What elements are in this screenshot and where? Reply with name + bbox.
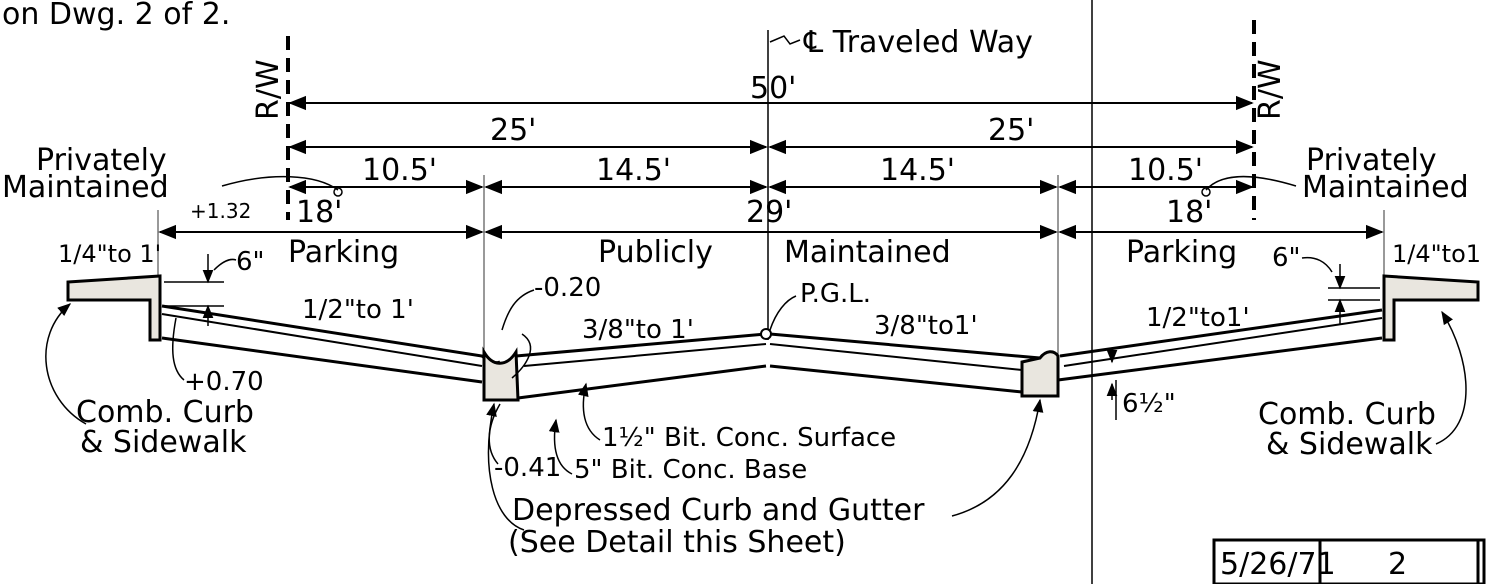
centerline-label: ℄ Traveled Way [803, 25, 1033, 60]
depressed-label-1: Depressed Curb and Gutter [512, 493, 925, 528]
pgl-label: P.G.L. [800, 279, 871, 309]
depressed-gutter-left [482, 346, 520, 402]
surface-bottom-left-crown [523, 343, 767, 367]
dim-half-left: 25' [490, 113, 536, 148]
gutter-elev-top: -0.20 [534, 273, 601, 303]
comb-curb-right-2: & Sidewalk [1266, 427, 1433, 462]
comb-curb-left-2: & Sidewalk [80, 425, 247, 460]
gutter-elev-bottom: -0.41 [494, 453, 561, 483]
slope-sidewalk-right: 1/4"to1 [1392, 240, 1481, 268]
dim-side-right: 10.5' [1128, 153, 1203, 188]
depressed-leader-right [951, 398, 1044, 517]
depressed-leader-left [486, 402, 525, 531]
depressed-gutter-right [1020, 350, 1060, 398]
private-left-leader [221, 175, 339, 191]
zone-publicly: Publicly [598, 235, 713, 270]
zone-maintained: Maintained [784, 235, 951, 270]
slope-parking-left: 1/2"to 1' [302, 295, 414, 325]
comb-curb-left-leader [45, 303, 87, 425]
base-bottom-left-crown [517, 364, 767, 400]
curb-elev: +0.70 [184, 367, 264, 397]
private-right-line1: Privately [1306, 143, 1437, 178]
dim-parking-right: 18' [1166, 195, 1212, 230]
dim-mid-right: 14.5' [880, 153, 955, 188]
private-right-leader-dot [1201, 187, 1211, 197]
centerline-leader [769, 35, 801, 45]
depressed-label-2: (See Detail this Sheet) [508, 525, 846, 560]
comb-curb-left-1: Comb. Curb [76, 395, 254, 430]
surface-bottom-right-crown [769, 343, 1023, 371]
base-bottom-right-crown [769, 364, 1023, 394]
private-left-leader-dot [333, 187, 343, 197]
dim-curb-offset: +1.32 [190, 199, 251, 223]
base-label: 5" Bit. Conc. Base [574, 455, 807, 485]
row-label-right: R/W [1253, 59, 1288, 120]
curb-height-right: 6" [1272, 243, 1301, 273]
zone-parking-left: Parking [288, 235, 399, 270]
zone-parking-right: Parking [1126, 235, 1237, 270]
pgl-point [760, 328, 772, 340]
private-right-line2: Maintained [1302, 170, 1469, 205]
curb-height-left: 6" [236, 247, 265, 277]
curb-elev-leader [171, 317, 185, 381]
surface-top-right-crown [769, 332, 1041, 360]
curb-sidewalk-left [66, 274, 162, 342]
base-bottom-left-parking [161, 336, 483, 384]
dim-total: 50' [750, 71, 796, 106]
gutter-elev-top-leader [501, 289, 535, 331]
row-label-left: R/W [251, 59, 286, 120]
private-right-leader [1205, 176, 1297, 191]
gutter-elev-top-arc [511, 333, 532, 379]
dim-parking-left: 18' [296, 195, 342, 230]
surface-label: 1½" Bit. Conc. Surface [602, 423, 896, 453]
depth-label: 6½" [1122, 389, 1176, 419]
slope-crown-right: 3/8"to1' [874, 311, 978, 341]
surface-top-left-crown [515, 332, 767, 358]
surface-bottom-left-parking [161, 313, 483, 367]
private-left-line2: Maintained [2, 170, 169, 205]
dim-side-left: 10.5' [362, 153, 437, 188]
comb-curb-right-1: Comb. Curb [1258, 397, 1436, 432]
header-note: on Dwg. 2 of 2. [2, 0, 230, 32]
pgl-leader [769, 295, 797, 331]
private-left-line1: Privately [36, 143, 167, 178]
curb-sidewalk-right [1382, 274, 1480, 342]
dim-mid-left: 14.5' [596, 153, 671, 188]
surface-top-right-parking [1059, 308, 1383, 358]
surface-leader [578, 382, 601, 441]
title-block-sheet: 2 [1388, 547, 1407, 582]
title-block-date: 5/26/71 [1220, 547, 1336, 582]
base-bottom-right-parking [1057, 336, 1383, 382]
slope-sidewalk-left: 1/4"to 1' [58, 240, 161, 268]
curb-height-right-leader [1301, 256, 1333, 273]
title-block-frame [1212, 538, 1486, 584]
curb-height-left-leader [213, 258, 237, 271]
base-leader [548, 418, 573, 475]
dim-paved: 29' [746, 195, 792, 230]
slope-parking-right: 1/2"to1' [1146, 303, 1250, 333]
comb-curb-right-leader [1435, 310, 1467, 445]
dim-half-right: 25' [988, 113, 1034, 148]
slope-crown-left: 3/8"to 1' [582, 315, 694, 345]
